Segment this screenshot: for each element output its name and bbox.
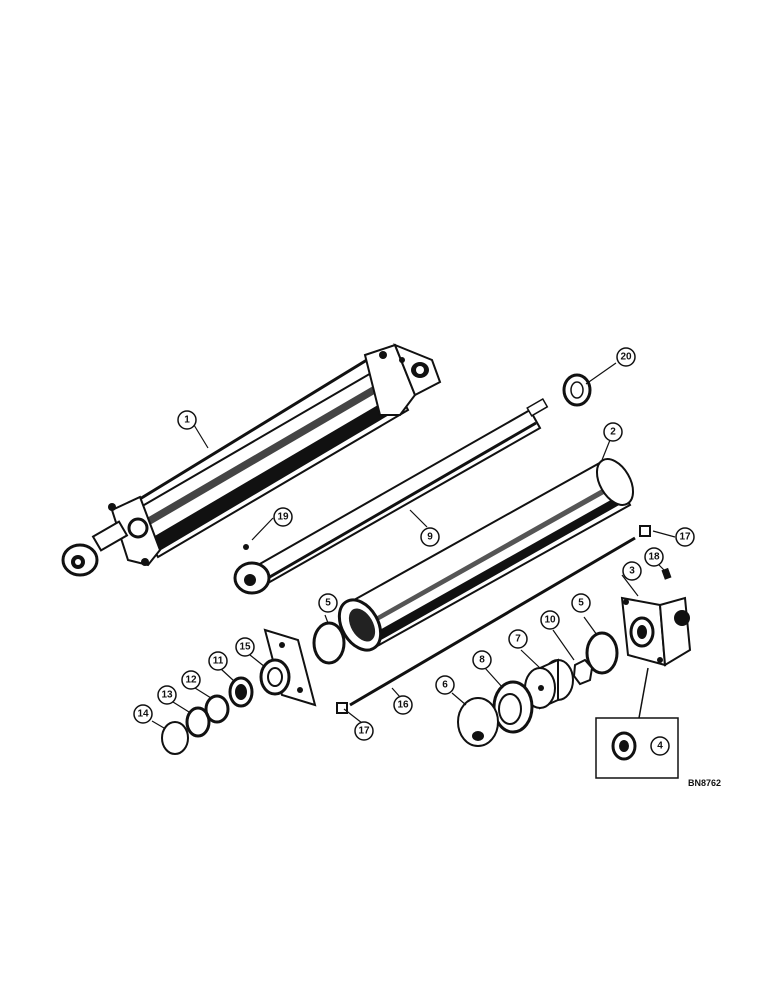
callout-label: 18 xyxy=(648,552,660,563)
piston-seal xyxy=(492,680,534,734)
o-ring-right xyxy=(585,631,619,675)
callout-13: 13 xyxy=(157,685,177,705)
callout-label: 19 xyxy=(277,512,289,523)
seal-ring-13 xyxy=(185,706,211,738)
callout-label: 6 xyxy=(442,680,448,691)
callout-label: 10 xyxy=(544,615,556,626)
snap-ring-14 xyxy=(161,721,189,755)
callout-label: 14 xyxy=(137,709,149,720)
callout-label: 4 xyxy=(657,741,663,752)
callout-9: 9 xyxy=(420,527,440,547)
wiper-ring xyxy=(562,373,592,407)
callout-label: 8 xyxy=(479,655,485,666)
nut-bottom xyxy=(336,702,348,714)
callout-19: 19 xyxy=(273,507,293,527)
callout-5-left: 5 xyxy=(318,593,338,613)
callout-label: 2 xyxy=(610,427,616,438)
leader-lines xyxy=(151,362,676,729)
callout-15: 15 xyxy=(235,637,255,657)
assembled-cylinder xyxy=(61,343,442,577)
callout-1: 1 xyxy=(177,410,197,430)
piston-rod xyxy=(233,398,549,595)
front-head xyxy=(259,628,317,707)
piston xyxy=(524,658,574,710)
callout-label: 3 xyxy=(629,566,635,577)
callout-label: 17 xyxy=(358,726,370,737)
piston-nut xyxy=(572,658,594,686)
callout-label: 5 xyxy=(578,598,584,609)
rod-bushing xyxy=(228,676,254,708)
callout-label: 16 xyxy=(397,700,409,711)
callout-10: 10 xyxy=(540,610,560,630)
callout-7: 7 xyxy=(508,629,528,649)
callout-label: 5 xyxy=(325,598,331,609)
barrel-tube xyxy=(337,458,635,652)
bleed-screw xyxy=(661,567,672,580)
callout-label: 1 xyxy=(184,415,190,426)
callout-label: 20 xyxy=(620,352,632,363)
callout-17-top: 17 xyxy=(675,527,695,547)
tie-rod xyxy=(349,536,636,707)
callout-4: 4 xyxy=(650,736,670,756)
callout-11: 11 xyxy=(208,651,228,671)
callout-5-right: 5 xyxy=(571,593,591,613)
backup-washer xyxy=(457,697,499,747)
callout-label: 9 xyxy=(427,532,433,543)
callout-label: 7 xyxy=(515,634,521,645)
callout-2: 2 xyxy=(603,422,623,442)
callout-label: 12 xyxy=(185,675,197,686)
callout-14: 14 xyxy=(133,704,153,724)
callout-label: 17 xyxy=(679,532,691,543)
callout-3: 3 xyxy=(622,561,642,581)
rear-cap xyxy=(620,596,692,667)
detail-box-part-4 xyxy=(595,667,679,779)
nut-top xyxy=(639,525,651,537)
o-ring-left xyxy=(312,621,346,665)
seal-ring-12 xyxy=(204,694,230,724)
callout-label: 13 xyxy=(161,690,173,701)
callout-18: 18 xyxy=(644,547,664,567)
callout-16: 16 xyxy=(393,695,413,715)
callout-20: 20 xyxy=(616,347,636,367)
callout-label: 15 xyxy=(239,642,251,653)
callout-6: 6 xyxy=(435,675,455,695)
callout-label: 11 xyxy=(213,656,224,667)
callout-12: 12 xyxy=(181,670,201,690)
callout-17-bottom: 17 xyxy=(354,721,374,741)
reference-code: BN8762 xyxy=(688,778,721,788)
callout-8: 8 xyxy=(472,650,492,670)
